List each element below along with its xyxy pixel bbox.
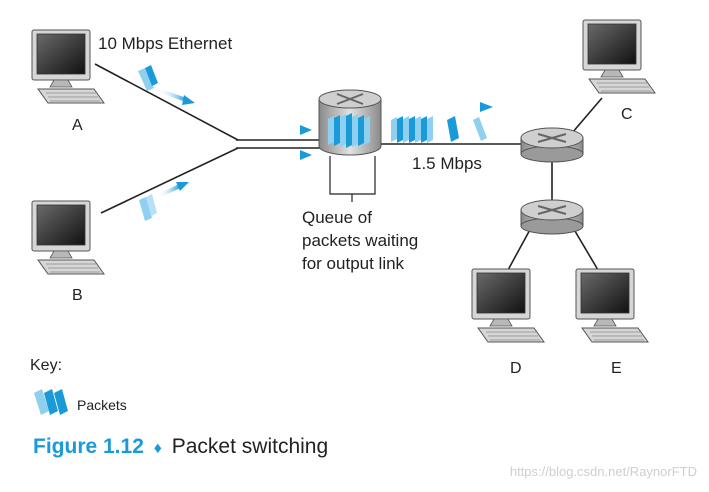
link-to-e (571, 225, 599, 271)
host-b-label: B (72, 287, 83, 304)
host-b: B (31, 200, 105, 304)
figure-number: Figure 1.12 (33, 435, 144, 458)
ethernet-rate-label: 10 Mbps Ethernet (98, 34, 232, 53)
link-to-c (571, 97, 603, 134)
router-icon (336, 93, 364, 105)
computer-icon-b (31, 200, 105, 275)
key-title: Key: (30, 357, 63, 374)
packets-from-b (139, 194, 157, 221)
router-queue (318, 89, 382, 156)
link-a (94, 63, 239, 141)
packet-icon (146, 194, 157, 216)
arrow-into-router-bottom (246, 150, 312, 160)
host-e-label: E (611, 360, 622, 377)
host-a-label: A (72, 117, 83, 134)
arrow-output-link (392, 102, 493, 112)
packet-icon (391, 117, 397, 142)
packet-icon (427, 116, 433, 143)
queue-label-line3: for output link (302, 254, 405, 273)
computer-icon-d (471, 268, 545, 343)
host-e: E (575, 268, 649, 377)
packet-icon (421, 116, 427, 143)
packets-output-link (391, 116, 487, 143)
computer-icon-e (575, 268, 649, 343)
packet-icon (139, 197, 152, 221)
link-to-d (507, 225, 533, 271)
packets-from-a (138, 65, 158, 91)
host-c: C (582, 19, 656, 123)
caption-separator: ♦ (153, 440, 162, 457)
packet-icon (346, 113, 352, 148)
link-rate-label: 1.5 Mbps (412, 154, 482, 173)
host-a: A (31, 29, 105, 134)
packet-icon (34, 389, 68, 415)
packet-icon (352, 114, 358, 147)
packet-icon (447, 116, 459, 142)
arrow-from-a (157, 88, 195, 105)
router-icon (520, 127, 584, 163)
queue-bracket (329, 156, 376, 202)
key-packets-label: Packets (77, 397, 127, 413)
host-d: D (471, 268, 545, 377)
packet-icon (340, 114, 346, 147)
arrow-from-b (157, 182, 189, 198)
arrow-into-router-top (246, 125, 312, 135)
watermark: https://blog.csdn.net/RaynorFTD (509, 464, 697, 479)
packet-icon (397, 116, 403, 143)
router-icon (520, 199, 584, 235)
packet-icon (334, 115, 340, 146)
host-c-label: C (621, 106, 633, 123)
packet-icon (358, 115, 364, 146)
queue-label-line1: Queue of (302, 208, 372, 227)
packet-icon (328, 116, 334, 145)
packet-icon (415, 116, 421, 143)
host-d-label: D (510, 360, 522, 377)
packet-icon (145, 65, 158, 86)
packet-icon (364, 116, 370, 145)
figure-caption: Figure 1.12 ♦ Packet switching (33, 435, 328, 459)
packet-icon (473, 117, 487, 141)
computer-icon-c (582, 19, 656, 94)
packet-icon (138, 68, 154, 91)
queued-packets (328, 113, 370, 148)
packet-icon (403, 116, 409, 143)
link-b (100, 147, 239, 214)
computer-icon-a (31, 29, 105, 104)
router-lower (520, 199, 584, 235)
router-right (520, 127, 584, 163)
packet-icon (409, 116, 415, 143)
traffic-arrows (157, 88, 493, 198)
links (94, 63, 603, 271)
queue-label-line2: packets waiting (302, 231, 418, 250)
figure-title: Packet switching (171, 435, 329, 458)
